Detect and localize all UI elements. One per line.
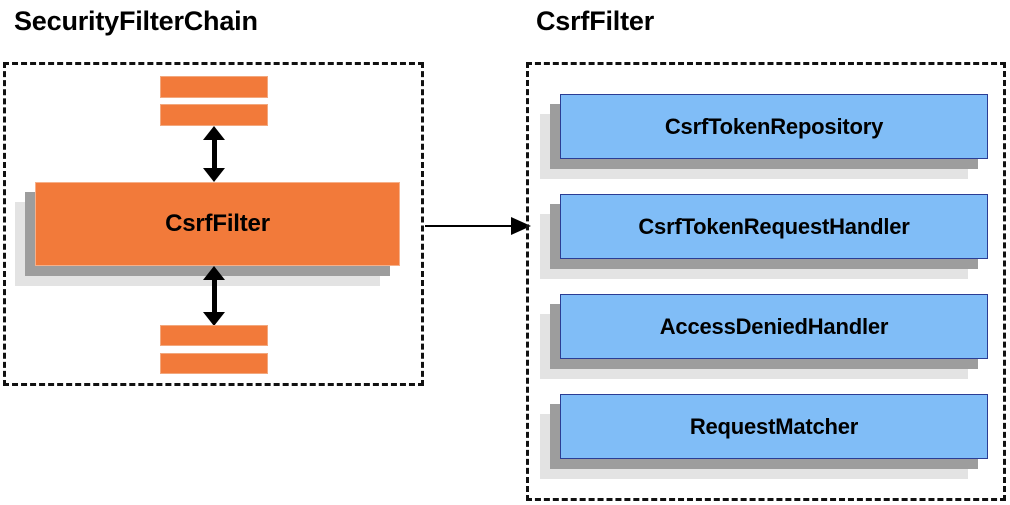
node-access-denied-handler[interactable]: AccessDeniedHandler: [540, 294, 988, 379]
arrow-shaft: [212, 277, 217, 315]
filter-stub-2: [160, 104, 268, 126]
node-label: CsrfTokenRequestHandler: [560, 194, 988, 259]
connector-csrffilter-to-detail: [425, 217, 531, 235]
filter-stub-3: [160, 325, 268, 346]
panel-csrf-filter-detail: [526, 62, 1006, 501]
filter-stub-1: [160, 76, 268, 98]
node-request-matcher[interactable]: RequestMatcher: [540, 394, 988, 479]
node-csrffilter[interactable]: CsrfFilter: [15, 182, 400, 286]
panel-title-csrf-filter: CsrfFilter: [536, 6, 655, 36]
node-label: CsrfTokenRepository: [560, 94, 988, 159]
filter-stub-4: [160, 353, 268, 374]
node-label: AccessDeniedHandler: [560, 294, 988, 359]
arrow-head-down-icon: [203, 168, 225, 182]
arrow-chain-below-csrffilter: [203, 266, 225, 326]
node-csrffilter-label: CsrfFilter: [35, 182, 400, 266]
arrow-head-down-icon: [203, 312, 225, 326]
arrow-shaft: [212, 137, 217, 171]
node-csrf-token-request-handler[interactable]: CsrfTokenRequestHandler: [540, 194, 988, 279]
node-label: RequestMatcher: [560, 394, 988, 459]
arrow-chain-above-csrffilter: [203, 126, 225, 182]
connector-shaft: [425, 225, 517, 227]
panel-security-filter-chain: [3, 62, 424, 386]
arrow-head-up-icon: [203, 126, 225, 140]
arrow-head-up-icon: [203, 266, 225, 280]
panel-title-security-filter-chain: SecurityFilterChain: [14, 6, 258, 36]
node-csrf-token-repository[interactable]: CsrfTokenRepository: [540, 94, 988, 179]
